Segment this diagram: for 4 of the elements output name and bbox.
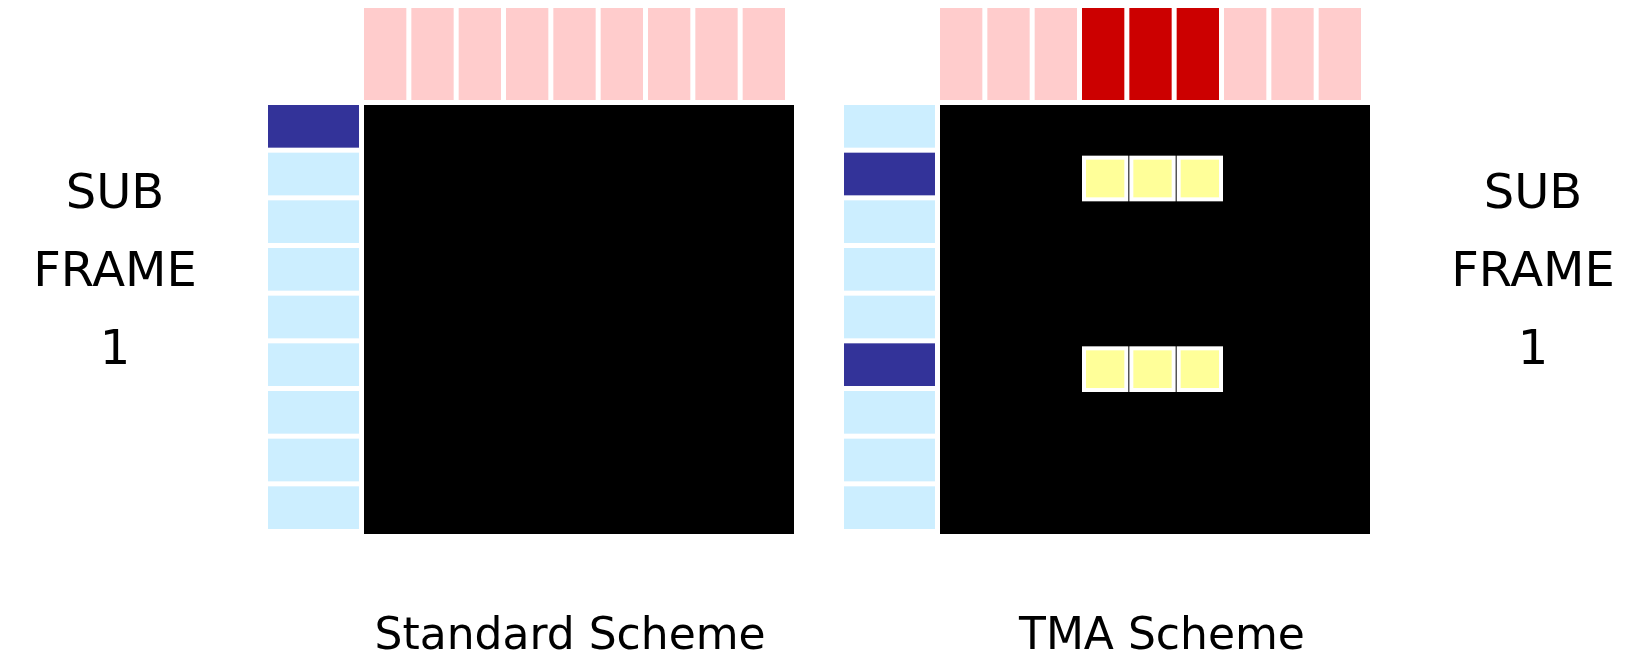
scheme-caption: Standard Scheme — [374, 608, 766, 659]
scheme-caption: TMA Scheme — [1019, 608, 1305, 659]
side-label: SUB FRAME 1 — [32, 162, 198, 377]
side-label: SUB FRAME 1 — [1450, 162, 1616, 377]
